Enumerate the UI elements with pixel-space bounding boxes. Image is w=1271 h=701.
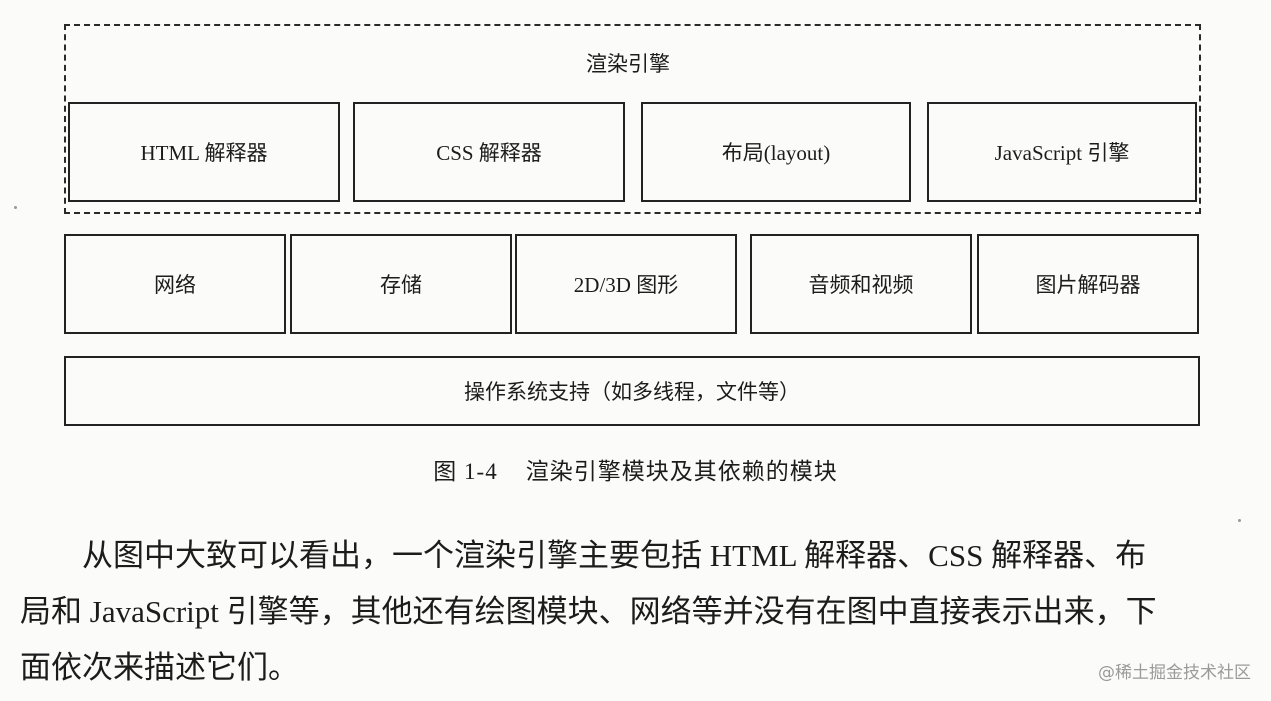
- figure-title: 渲染引擎模块及其依赖的模块: [525, 459, 838, 484]
- body-paragraph: 从图中大致可以看出，一个渲染引擎主要包括 HTML 解释器、CSS 解释器、布 …: [20, 528, 1252, 696]
- image-decoder-box: 图片解码器: [977, 234, 1199, 334]
- storage-box: 存储: [290, 234, 512, 334]
- rendering-engine-label: 渲染引擎: [586, 52, 670, 76]
- graphics-box: 2D/3D 图形: [515, 234, 737, 334]
- figure-caption: 图 1-4 渲染引擎模块及其依赖的模块: [0, 452, 1271, 486]
- audio-video-box: 音频和视频: [750, 234, 972, 334]
- os-support-box: 操作系统支持（如多线程，文件等）: [64, 356, 1200, 426]
- javascript-engine-box: JavaScript 引擎: [927, 102, 1197, 202]
- watermark: @稀土掘金技术社区: [1098, 663, 1251, 683]
- figure-number: 图 1-4: [433, 459, 498, 484]
- network-box: 网络: [64, 234, 286, 334]
- html-interpreter-box: HTML 解释器: [68, 102, 340, 202]
- paragraph-line: 面依次来描述它们。: [20, 650, 299, 685]
- speck: [1238, 519, 1241, 522]
- css-interpreter-box: CSS 解释器: [353, 102, 625, 202]
- paragraph-line: 从图中大致可以看出，一个渲染引擎主要包括 HTML 解释器、CSS 解释器、布: [82, 538, 1147, 573]
- rendering-engine-boundary: [64, 24, 1201, 214]
- speck: [14, 206, 17, 209]
- paragraph-line: 局和 JavaScript 引擎等，其他还有绘图模块、网络等并没有在图中直接表示…: [20, 594, 1157, 629]
- layout-box: 布局(layout): [641, 102, 911, 202]
